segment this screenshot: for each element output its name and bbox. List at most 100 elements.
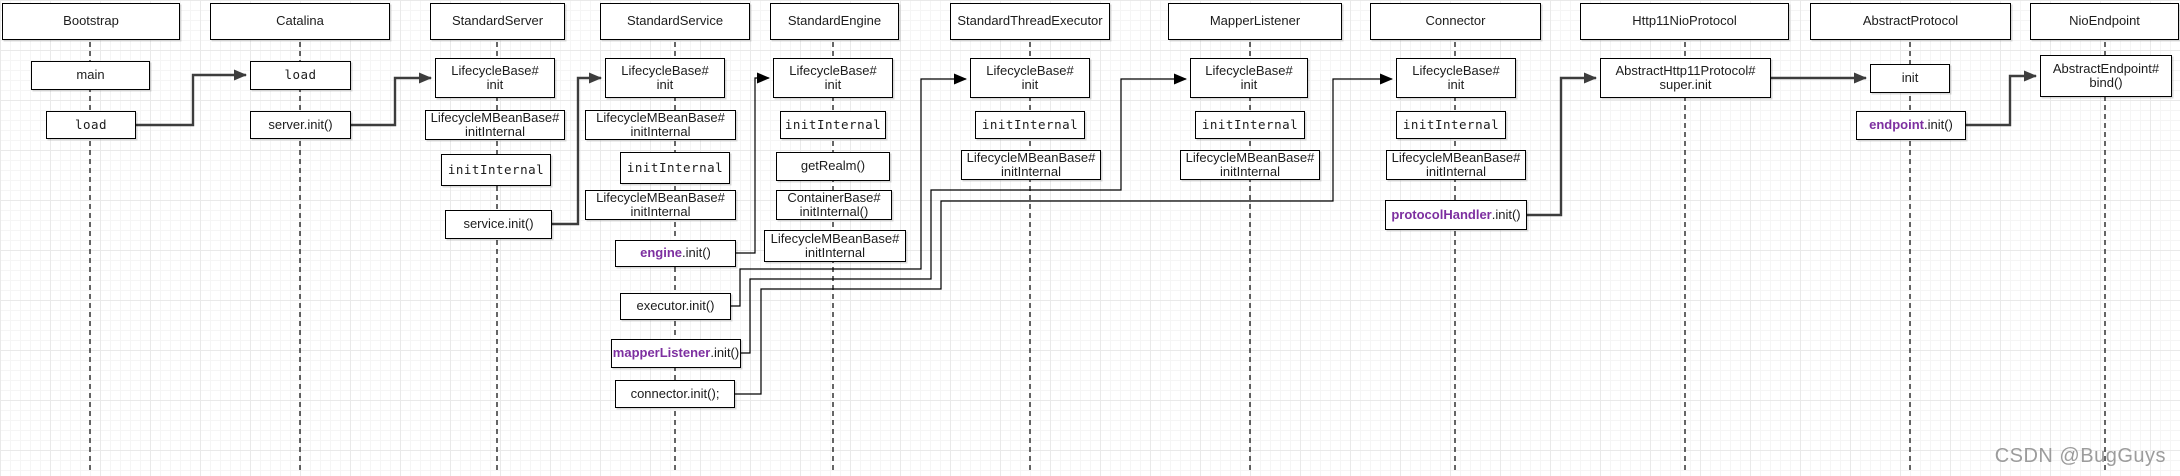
call-box-standardthreadexecutor-2: LifecycleMBeanBase# initInternal <box>961 150 1101 180</box>
column-header-standardserver: StandardServer <box>430 3 565 40</box>
call-box-label: initInternal <box>1402 116 1500 132</box>
call-box-nioendpoint-0: AbstractEndpoint# bind() <box>2040 55 2172 97</box>
call-box-label: LifecycleBase# init <box>986 62 1074 92</box>
column-header-label: Connector <box>1425 13 1486 29</box>
connector-bootstrap-load--to--catalina-load <box>136 69 247 127</box>
call-box-label: init <box>1901 70 1919 86</box>
connector-connector-protocolhandler-init--to--http11nioprotocol-super-init <box>1527 72 1597 217</box>
column-header-label: StandardThreadExecutor <box>957 13 1103 29</box>
call-box-label: LifecycleMBeanBase# initInternal <box>1185 149 1315 179</box>
column-header-label: NioEndpoint <box>2069 13 2140 29</box>
call-target-name: engine <box>640 245 682 261</box>
call-box-label: initInternal <box>784 116 882 132</box>
connector-standardservice-mapperlistener-init--to--mapperlistener-lifecyclebase-init <box>741 73 1187 354</box>
call-box-catalina-1: server.init() <box>250 111 351 139</box>
call-box-standardserver-3: service.init() <box>445 210 552 239</box>
column-header-label: Http11NioProtocol <box>1632 13 1737 29</box>
column-header-label: Bootstrap <box>63 13 119 29</box>
call-box-label: LifecycleMBeanBase# initInternal <box>1391 149 1521 179</box>
call-method-suffix: .init() <box>710 345 740 361</box>
call-box-label: LifecycleMBeanBase# initInternal <box>966 149 1096 179</box>
call-box-label: LifecycleBase# init <box>621 62 709 92</box>
call-box-standardservice-7: connector.init(); <box>615 380 735 408</box>
call-box-mapperlistener-2: LifecycleMBeanBase# initInternal <box>1180 150 1320 180</box>
column-header-standardservice: StandardService <box>600 3 750 40</box>
column-header-nioendpoint: NioEndpoint <box>2030 3 2179 40</box>
call-box-label: executor.init() <box>636 298 715 314</box>
call-box-label: service.init() <box>463 216 534 232</box>
call-box-label: load <box>74 116 108 132</box>
call-box-label: connector.init(); <box>630 385 720 401</box>
call-box-label: initInternal <box>626 159 724 175</box>
call-box-label: LifecycleBase# init <box>1205 62 1293 92</box>
call-box-http11nioprotocol-0: AbstractHttp11Protocol# super.init <box>1600 58 1771 98</box>
call-box-label: initInternal <box>1201 116 1299 132</box>
call-method-suffix: .init() <box>1491 206 1521 222</box>
column-header-http11nioprotocol: Http11NioProtocol <box>1580 3 1789 40</box>
call-target-name: mapperListener <box>612 345 711 361</box>
call-box-label: ContainerBase# initInternal() <box>787 189 881 219</box>
call-box-label: LifecycleBase# init <box>1412 62 1500 92</box>
call-box-standardservice-2: initInternal <box>620 152 730 184</box>
call-box-label: initInternal <box>447 161 545 177</box>
call-box-connector-3: protocolHandler.init() <box>1385 200 1527 230</box>
connector-standardservice-connector-init--to--connector-lifecyclebase-init <box>735 73 1393 395</box>
call-box-mapperlistener-1: initInternal <box>1195 111 1305 139</box>
call-box-label: load <box>284 67 317 83</box>
call-box-standardservice-6: mapperListener.init() <box>611 339 741 368</box>
call-box-label: LifecycleMBeanBase# initInternal <box>430 109 560 139</box>
column-header-standardthreadexecutor: StandardThreadExecutor <box>950 3 1110 40</box>
call-box-standardengine-3: ContainerBase# initInternal() <box>776 190 892 220</box>
call-box-label: LifecycleMBeanBase# initInternal <box>770 230 900 260</box>
call-method-suffix: .init() <box>1924 117 1953 133</box>
call-box-standardengine-0: LifecycleBase# init <box>773 58 893 98</box>
call-box-abstractprotocol-1: endpoint.init() <box>1856 111 1966 140</box>
watermark: CSDN @BugGuys <box>1994 445 2166 467</box>
column-header-label: StandardEngine <box>787 13 882 29</box>
column-header-connector: Connector <box>1370 3 1541 40</box>
call-box-standardservice-5: executor.init() <box>620 293 731 320</box>
call-box-mapperlistener-0: LifecycleBase# init <box>1190 58 1308 98</box>
column-header-label: StandardService <box>626 13 724 29</box>
call-box-connector-0: LifecycleBase# init <box>1396 58 1516 98</box>
call-box-abstractprotocol-0: init <box>1870 64 1950 93</box>
call-box-bootstrap-0: main <box>31 61 150 90</box>
call-box-standardservice-3: LifecycleMBeanBase# initInternal <box>585 190 736 220</box>
call-box-standardthreadexecutor-0: LifecycleBase# init <box>970 58 1090 98</box>
call-box-standardservice-0: LifecycleBase# init <box>605 58 725 98</box>
column-header-label: MapperListener <box>1209 13 1301 29</box>
connector-abstractprotocol-endpoint-init--to--nioendpoint-bind <box>1966 70 2037 127</box>
column-header-label: StandardServer <box>451 13 544 29</box>
call-box-standardengine-4: LifecycleMBeanBase# initInternal <box>764 230 906 262</box>
call-box-label: LifecycleBase# init <box>451 62 539 92</box>
call-box-standardservice-4: engine.init() <box>615 240 736 267</box>
connector-standardservice-engine-init--to--standardengine-lifecyclebase-init <box>736 72 770 254</box>
call-box-catalina-0: load <box>250 61 351 90</box>
call-box-label: LifecycleBase# init <box>789 62 877 92</box>
call-box-label: AbstractEndpoint# bind() <box>2052 60 2160 90</box>
call-box-standardengine-1: initInternal <box>780 111 886 139</box>
call-box-label: AbstractHttp11Protocol# super.init <box>1615 62 1756 92</box>
call-box-connector-2: LifecycleMBeanBase# initInternal <box>1386 150 1526 180</box>
call-box-standardthreadexecutor-1: initInternal <box>975 111 1085 139</box>
call-box-bootstrap-1: load <box>46 111 136 139</box>
call-box-label: getRealm() <box>800 158 866 174</box>
call-box-label: main <box>76 67 105 83</box>
column-header-bootstrap: Bootstrap <box>2 3 180 40</box>
connector-standardserver-service-init--to--standardservice-lifecyclebase-init <box>552 72 602 226</box>
call-box-label: LifecycleMBeanBase# initInternal <box>596 109 725 139</box>
column-header-label: AbstractProtocol <box>1862 13 1959 29</box>
call-box-standardserver-2: initInternal <box>441 154 551 186</box>
call-box-connector-1: initInternal <box>1396 111 1506 139</box>
call-target-name: endpoint <box>1869 117 1924 133</box>
call-method-suffix: .init() <box>682 245 711 261</box>
call-box-standardservice-1: LifecycleMBeanBase# initInternal <box>585 110 736 140</box>
call-box-label: server.init() <box>268 116 333 132</box>
column-header-mapperlistener: MapperListener <box>1168 3 1342 40</box>
call-box-standardserver-1: LifecycleMBeanBase# initInternal <box>425 110 565 140</box>
column-header-standardengine: StandardEngine <box>770 3 899 40</box>
column-header-label: Catalina <box>276 13 324 29</box>
connector-standardservice-executor-init--to--standardthreadexecutor-lifecyclebase-init <box>731 73 967 307</box>
